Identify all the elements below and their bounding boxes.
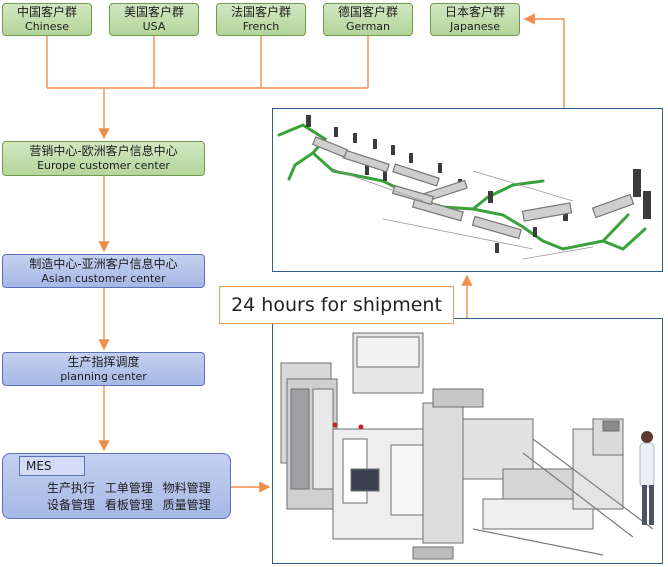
customer-group-chinese: 中国客户群 Chinese bbox=[2, 3, 92, 36]
customer-group-cn-label: 美国客户群 bbox=[123, 5, 184, 20]
europe-center-cn-label: 营销中心-欧洲客户信息中心 bbox=[29, 144, 178, 159]
europe-center-en-label: Europe customer center bbox=[37, 159, 170, 173]
shipment-time-label: 24 hours for shipment bbox=[219, 286, 454, 324]
customer-group-cn-label: 德国客户群 bbox=[337, 5, 398, 20]
customer-group-german: 德国客户群 German bbox=[323, 3, 413, 36]
asian-customer-center: 制造中心-亚洲客户信息中心 Asian customer center bbox=[2, 254, 205, 288]
asian-center-cn-label: 制造中心-亚洲客户信息中心 bbox=[29, 256, 178, 271]
customer-group-cn-label: 中国客户群 bbox=[16, 5, 77, 20]
planning-center: 生产指挥调度 planning center bbox=[2, 352, 205, 386]
production-line-layout-drawing bbox=[277, 115, 651, 260]
customer-group-usa: 美国客户群 USA bbox=[109, 3, 199, 36]
customer-group-cn-label: 日本客户群 bbox=[444, 5, 505, 20]
mes-tag: MES bbox=[19, 456, 85, 476]
asian-center-en-label: Asian customer center bbox=[41, 271, 166, 285]
assembly-equipment-image bbox=[272, 318, 663, 564]
planning-center-en-label: planning center bbox=[60, 369, 147, 383]
mes-box: MES 生产执行 工单管理 物料管理 设备管理 看板管理 质量管理 bbox=[2, 453, 231, 519]
customer-group-en-label: French bbox=[242, 20, 280, 34]
europe-customer-center: 营销中心-欧洲客户信息中心 Europe customer center bbox=[2, 141, 205, 176]
assembly-equipment-drawing bbox=[280, 332, 655, 560]
customer-group-en-label: USA bbox=[142, 20, 166, 34]
mes-functions-row-2: 设备管理 看板管理 质量管理 bbox=[47, 498, 211, 512]
customer-group-cn-label: 法国客户群 bbox=[230, 5, 291, 20]
customer-group-japanese: 日本客户群 Japanese bbox=[430, 3, 520, 36]
customer-group-en-label: German bbox=[345, 20, 391, 34]
production-line-layout-image bbox=[272, 108, 663, 272]
customer-group-en-label: Japanese bbox=[450, 20, 500, 34]
mes-functions-row-1: 生产执行 工单管理 物料管理 bbox=[47, 481, 211, 495]
planning-center-cn-label: 生产指挥调度 bbox=[67, 354, 140, 369]
customer-group-en-label: Chinese bbox=[25, 20, 69, 34]
customer-group-french: 法国客户群 French bbox=[216, 3, 306, 36]
operator-figure bbox=[639, 431, 655, 525]
